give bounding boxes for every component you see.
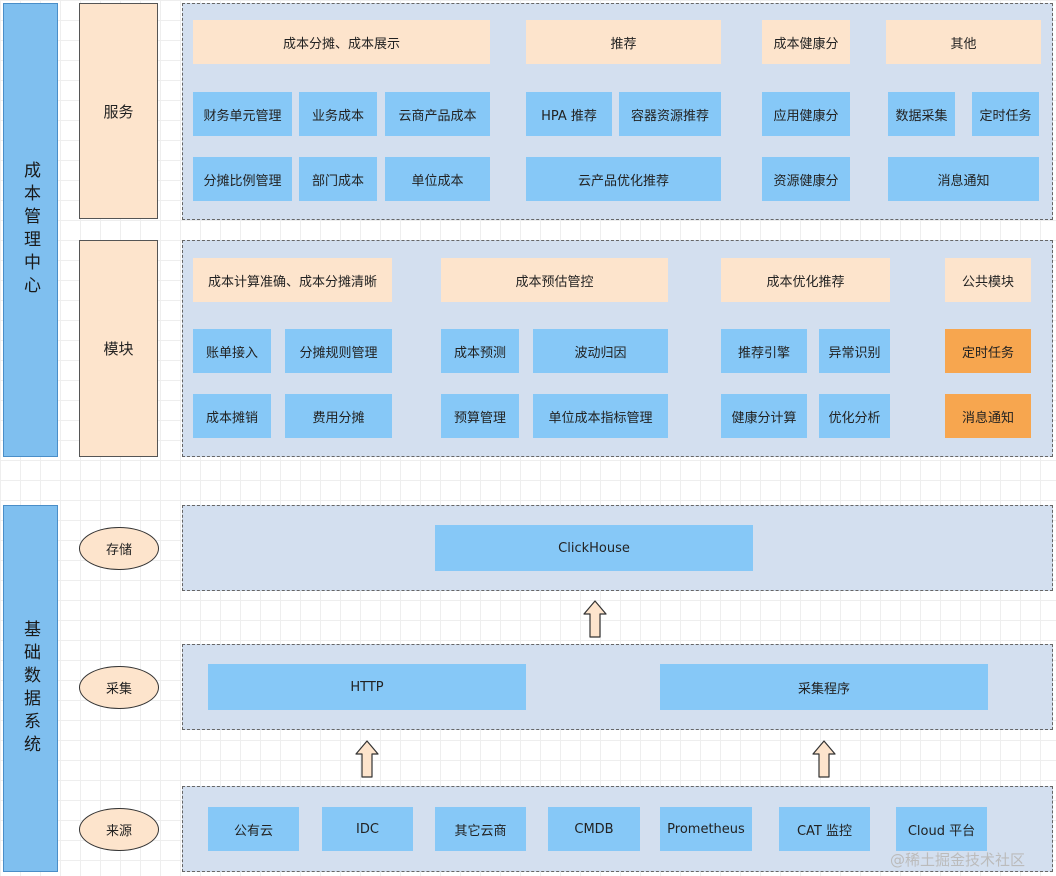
service-item-message-notify: 消息通知	[888, 157, 1039, 201]
source-cat-monitor: CAT 监控	[779, 807, 870, 851]
collect-http: HTTP	[208, 664, 526, 710]
service-item-data-collect: 数据采集	[888, 92, 955, 136]
service-header-recommendation: 推荐	[526, 20, 721, 64]
module-header-cost-estimate: 成本预估管控	[441, 258, 668, 302]
service-header-cost-health: 成本健康分	[762, 20, 850, 64]
service-item-hpa-recommend: HPA 推荐	[526, 92, 612, 136]
module-item-message-notify: 消息通知	[945, 394, 1031, 438]
storage-oval: 存储	[79, 527, 159, 570]
module-header-common: 公共模块	[945, 258, 1031, 302]
source-cmdb: CMDB	[548, 807, 640, 851]
management-center-label: 成本管理中心	[3, 3, 58, 457]
service-item-business-cost: 业务成本	[299, 92, 377, 136]
module-header-cost-accuracy: 成本计算准确、成本分摊清晰	[193, 258, 392, 302]
module-item-optimize-analysis: 优化分析	[819, 394, 890, 438]
service-item-app-health: 应用健康分	[762, 92, 850, 136]
service-item-allocation-ratio: 分摊比例管理	[193, 157, 292, 201]
module-item-anomaly-detect: 异常识别	[819, 329, 890, 373]
service-item-container-recommend: 容器资源推荐	[619, 92, 721, 136]
watermark: @稀土掘金技术社区	[890, 851, 1026, 869]
collect-oval: 采集	[79, 666, 159, 709]
module-item-cost-forecast: 成本预测	[441, 329, 519, 373]
service-item-scheduled-task: 定时任务	[972, 92, 1039, 136]
service-header-other: 其他	[886, 20, 1041, 64]
module-item-allocation-rules: 分摊规则管理	[285, 329, 392, 373]
module-item-cost-amortize: 成本摊销	[193, 394, 271, 438]
management-center-text: 成本管理中心	[20, 161, 40, 299]
service-item-finance-unit: 财务单元管理	[193, 92, 292, 136]
base-data-system-label: 基础数据系统	[3, 505, 58, 872]
module-item-unit-cost-metric: 单位成本指标管理	[533, 394, 668, 438]
service-item-resource-health: 资源健康分	[762, 157, 850, 201]
source-cloud-platform: Cloud 平台	[896, 807, 987, 851]
module-item-recommend-engine: 推荐引擎	[721, 329, 807, 373]
service-item-department-cost: 部门成本	[299, 157, 377, 201]
service-header-cost-allocation: 成本分摊、成本展示	[193, 20, 490, 64]
service-item-cloud-optimize: 云产品优化推荐	[526, 157, 721, 201]
up-arrow-icon	[355, 740, 379, 778]
collect-program: 采集程序	[660, 664, 988, 710]
base-data-system-text: 基础数据系统	[20, 619, 40, 758]
up-arrow-icon	[812, 740, 836, 778]
source-idc: IDC	[322, 807, 413, 851]
module-item-budget: 预算管理	[441, 394, 519, 438]
source-public-cloud: 公有云	[208, 807, 299, 851]
service-label: 服务	[79, 3, 158, 219]
module-item-bill-access: 账单接入	[193, 329, 271, 373]
up-arrow-icon	[583, 600, 607, 638]
service-item-unit-cost: 单位成本	[385, 157, 490, 201]
source-other-cloud: 其它云商	[435, 807, 526, 851]
module-item-health-calc: 健康分计算	[721, 394, 807, 438]
module-label: 模块	[79, 240, 158, 457]
source-prometheus: Prometheus	[660, 807, 752, 851]
module-header-cost-optimize: 成本优化推荐	[721, 258, 890, 302]
storage-clickhouse: ClickHouse	[435, 525, 753, 571]
module-item-scheduled-task: 定时任务	[945, 329, 1031, 373]
module-item-fluctuation: 波动归因	[533, 329, 668, 373]
module-item-fee-allocation: 费用分摊	[285, 394, 392, 438]
service-item-cloud-product-cost: 云商产品成本	[385, 92, 490, 136]
source-oval: 来源	[79, 808, 159, 851]
